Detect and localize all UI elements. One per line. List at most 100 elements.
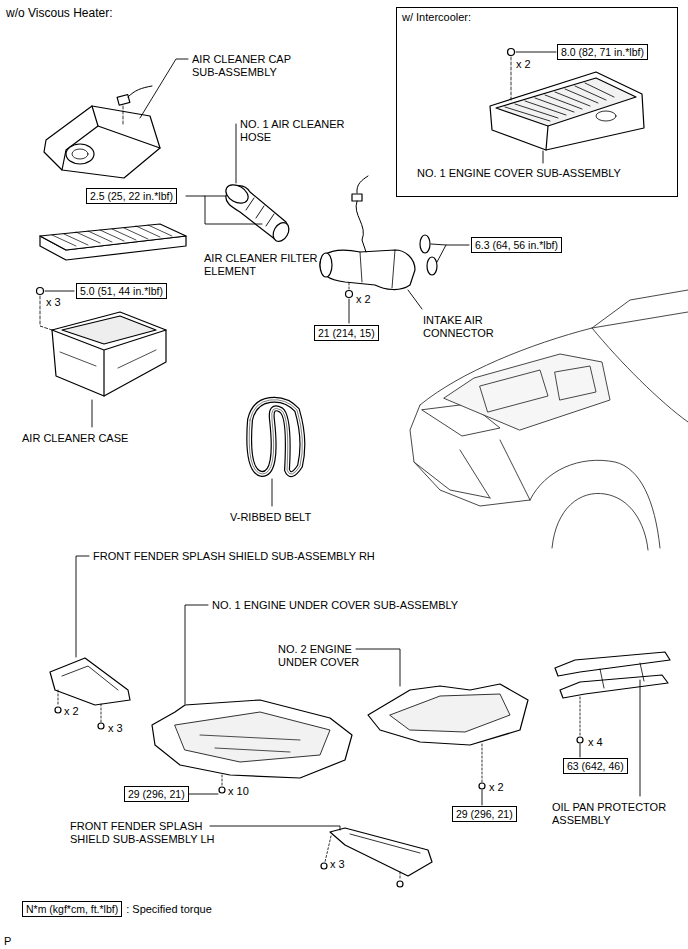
splash-shield-lh: [397, 881, 403, 887]
quantity: x 2: [516, 58, 531, 71]
air-cleaner-cap: [62, 126, 98, 170]
quantity: x 2: [356, 293, 371, 306]
splash-shield-rh: [55, 707, 61, 713]
vehicle-outline: [444, 354, 610, 430]
intake-air-connector: [349, 283, 350, 290]
air-cleaner-cap: [66, 144, 94, 164]
splash-shield-rh: [50, 658, 130, 705]
leader-line: [210, 826, 340, 830]
intake-air-connector: [320, 253, 332, 277]
bolt: [346, 291, 353, 298]
air-cleaner-case: [52, 330, 166, 396]
leader-line: [45, 52, 640, 830]
engine-under-cover-2: [390, 694, 510, 732]
torque-box: 5.0 (51, 44 in.*lbf): [76, 283, 167, 299]
bolt: [37, 288, 44, 295]
intake-air-connector: [320, 176, 437, 290]
part-name: V-RIBBED BELT: [230, 511, 311, 524]
oil-pan-protector: [555, 652, 670, 676]
vehicle-outline: [480, 366, 596, 412]
quantity: x 2: [64, 705, 79, 718]
torque-box: 6.3 (64, 56 in.*lbf): [471, 237, 562, 253]
node-text: 6.3 (64, 56 in.*lbf): [475, 239, 558, 251]
legend-note: : Specified torque: [126, 903, 212, 916]
part-name: OIL PAN PROTECTOR ASSEMBLY: [552, 801, 682, 827]
leader-line: [272, 479, 273, 506]
splash-shield-rh: [58, 690, 101, 722]
torque-legend-box: N*m (kgf*cm, ft.*lbf): [22, 901, 122, 917]
air-cleaner-cap: [128, 86, 152, 97]
part-name: NO. 2 ENGINE UNDER COVER: [278, 643, 378, 669]
engine-cover: [496, 78, 636, 126]
leader-line: [76, 556, 89, 657]
leader-line: [356, 649, 400, 686]
air-filter-element: [40, 224, 186, 260]
leader-line: [580, 744, 581, 757]
engine-cover: [490, 72, 644, 150]
splash-shield-lh: [350, 834, 420, 853]
part-name: NO. 1 ENGINE UNDER COVER SUB-ASSEMBLY: [212, 599, 458, 612]
air-filter-element: [40, 224, 186, 250]
node-text: N*m (kgf*cm, ft.*lbf): [26, 903, 118, 915]
air-cleaner-case: [60, 350, 156, 368]
air-cleaner-cap: [44, 106, 160, 178]
intake-air-connector: [320, 250, 415, 290]
leader-line: [516, 52, 556, 53]
bolt: [508, 49, 515, 101]
node-text: 21 (214, 15): [318, 327, 375, 339]
part-name: FRONT FENDER SPLASH SHIELD SUB-ASSEMBLY …: [93, 550, 375, 563]
leader-line: [140, 59, 188, 118]
leader-line: [186, 196, 262, 224]
air-cleaner-cap: [92, 106, 160, 148]
vehicle-outline: [552, 493, 648, 550]
quantity: x 10: [228, 785, 249, 798]
leader-line: [408, 290, 422, 309]
oil-pan-protector: [580, 697, 581, 737]
vehicle-outline: [410, 290, 688, 550]
intake-air-connector: [360, 250, 395, 288]
node-text: 63 (642, 46): [567, 760, 624, 772]
engine-cover: [490, 72, 644, 150]
intake-air-connector: [356, 201, 366, 252]
engine-cover: [596, 111, 616, 121]
part-name: AIR CLEANER CAP SUB-ASSEMBLY: [192, 53, 312, 79]
part-name: NO. 1 AIR CLEANER HOSE: [240, 118, 370, 144]
air-cleaner-cap: [44, 86, 160, 178]
quantity: x 3: [330, 858, 345, 871]
splash-shield-rh: [50, 658, 130, 729]
vehicle-outline: [592, 290, 688, 328]
torque-box: 29 (296, 21): [452, 806, 517, 822]
oil-pan-protector: [560, 675, 668, 698]
v-ribbed-belt: [249, 400, 302, 474]
leader-line: [431, 244, 469, 262]
bolt: [508, 49, 515, 56]
part-name: AIR CLEANER FILTER ELEMENT: [204, 252, 344, 278]
vehicle-outline: [592, 328, 688, 422]
air-cleaner-case: [52, 312, 166, 396]
air-cleaner-hose: [270, 220, 292, 244]
node-text: 29 (296, 21): [456, 808, 513, 820]
intake-air-connector: [352, 194, 362, 201]
intake-air-connector: [420, 235, 430, 253]
engine-under-cover-1: [175, 712, 330, 762]
vehicle-outline: [530, 460, 660, 548]
air-cleaner-cap: [123, 106, 124, 126]
intake-air-connector: [427, 257, 437, 275]
torque-box: 63 (642, 46): [563, 758, 628, 774]
oil-pan-protector: [555, 652, 670, 743]
v-ribbed-belt: [249, 400, 302, 474]
oil-pan-protector: [577, 737, 583, 743]
torque-box: 29 (296, 21): [124, 786, 189, 802]
air-filter-element: [52, 225, 172, 246]
leader-line: [185, 605, 208, 704]
engine-under-cover-2: [479, 783, 485, 789]
engine-under-cover-2: [368, 684, 528, 789]
engine-cover: [546, 126, 548, 150]
quantity: x 3: [108, 722, 123, 735]
torque-box: 21 (214, 15): [314, 325, 379, 341]
quantity: x 2: [489, 781, 504, 794]
engine-under-cover-1: [152, 700, 352, 793]
torque-box: 2.5 (25, 22 in.*lbf): [86, 188, 177, 204]
air-cleaner-cap: [117, 95, 130, 106]
